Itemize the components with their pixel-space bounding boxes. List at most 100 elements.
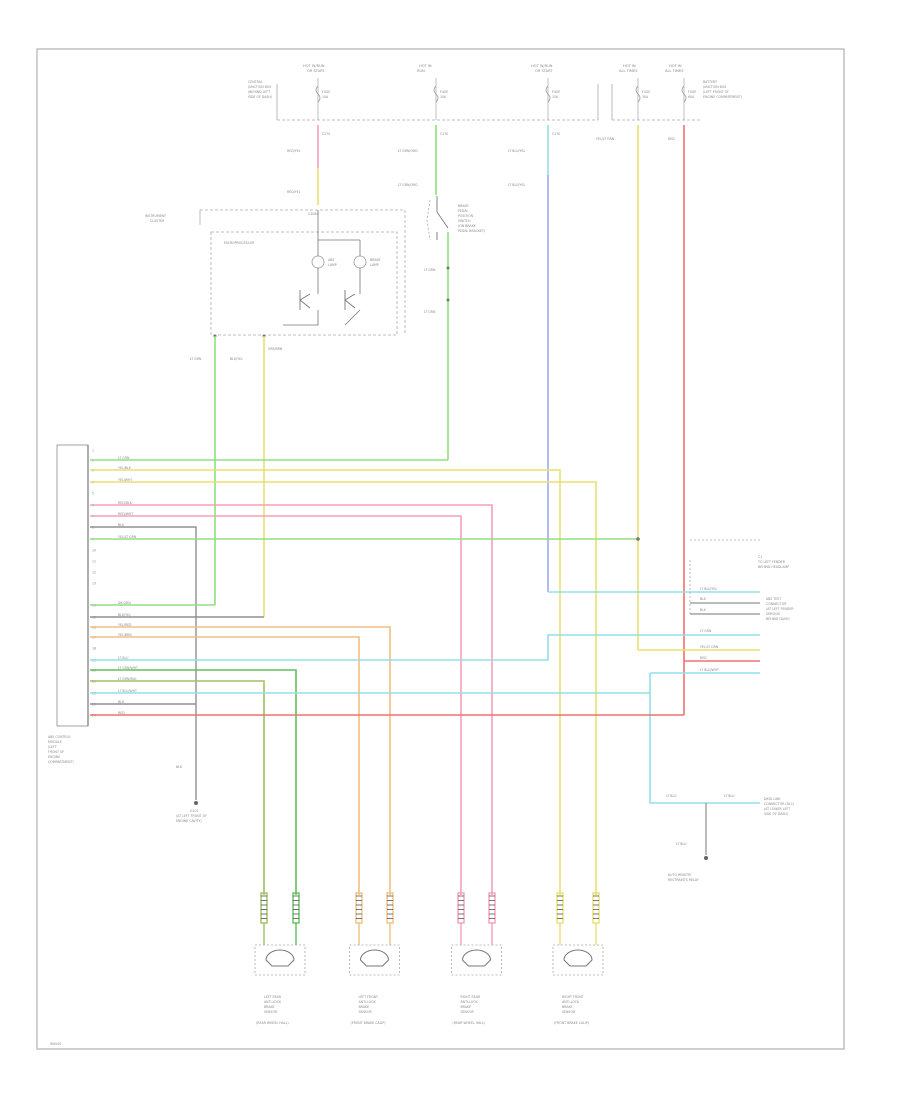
svg-text:LT BLU: LT BLU (666, 794, 677, 798)
speed-sensor-icon (461, 949, 492, 967)
sensor-label: SENSOR (562, 1010, 576, 1014)
svg-text:15A: 15A (552, 95, 559, 99)
sensor-body (552, 944, 604, 976)
svg-text:LT BLU/YEL: LT BLU/YEL (508, 183, 525, 187)
module-pin-wire-label: RED (118, 711, 125, 715)
diagram-border (36, 48, 845, 1050)
fuse-panel-label: CENTRAL (248, 80, 263, 84)
svg-text:G101: G101 (190, 809, 199, 813)
sensor-location: (REAR WHEEL HALL) (256, 1021, 289, 1025)
connector-label: C270 (440, 132, 448, 136)
svg-text:(AT LOWER LEFT: (AT LOWER LEFT (764, 807, 790, 811)
svg-text:RED/YEL: RED/YEL (287, 190, 301, 194)
svg-text:SWITCH: SWITCH (458, 219, 471, 223)
svg-text:BEHIND DASH): BEHIND DASH) (766, 617, 790, 621)
connector-label: C270 (322, 132, 330, 136)
svg-text:LT GRN: LT GRN (424, 310, 436, 314)
svg-text:RED/YEL: RED/YEL (287, 149, 301, 153)
svg-text:SHROUD: SHROUD (766, 612, 780, 616)
svg-text:FUSE: FUSE (440, 90, 448, 94)
module-wires (90, 459, 760, 895)
module-pin-wire-label: YEL/BRN (118, 633, 132, 637)
module-pin-number: 18 (92, 647, 96, 651)
svg-text:PEDAL BRACKET): PEDAL BRACKET) (458, 229, 485, 233)
svg-text:BEHIND HEADLAMP: BEHIND HEADLAMP (758, 565, 789, 569)
svg-text:SIDE OF DASH): SIDE OF DASH) (764, 812, 788, 816)
sensor-label: BRAKE (461, 1005, 472, 1009)
sensor-label: ANTI-LOCK (359, 1000, 377, 1004)
power-label: OR START (307, 69, 325, 73)
sensor-label: ANTI-LOCK (562, 1000, 580, 1004)
sensor-label: ANTI-LOCK (264, 1000, 282, 1004)
svg-text:TO LEFT FENDER: TO LEFT FENDER (757, 560, 786, 564)
module-pin-number: 12 (92, 571, 96, 575)
svg-text:LT BLU: LT BLU (724, 794, 735, 798)
power-label: ALL TIMES (619, 69, 638, 73)
module-pin-number: 10 (92, 549, 96, 553)
sensor-body (451, 944, 502, 976)
fuse-area: HOT W/RUN OR START HOT IN RUN HOT W/RUN … (247, 64, 742, 136)
svg-text:AUTO REMOTE: AUTO REMOTE (668, 873, 691, 877)
svg-text:LT BLU/WHT: LT BLU/WHT (700, 668, 719, 672)
svg-text:LT BLU/YEL: LT BLU/YEL (508, 149, 525, 153)
sensor-body (254, 944, 306, 976)
svg-text:(AT LEFT FENDER: (AT LEFT FENDER (766, 607, 794, 611)
module-pin-wire-label: YEL/BLK (118, 466, 132, 470)
sensor-label: ANTI-LOCK (461, 1000, 479, 1004)
cluster-title: INSTRUMENT (145, 214, 166, 218)
module-pin-wire-label: LT GRN/BLK (118, 677, 137, 681)
fuse-panel-label: BATTERY (703, 80, 717, 84)
svg-text:30A: 30A (642, 95, 649, 99)
svg-text:BLK: BLK (176, 765, 183, 769)
data-link-connector: DATA LINK CONNECTOR (DLC) (AT LOWER LEFT… (666, 794, 794, 882)
top-wires: RED/YEL RED/YEL LT GRN/ORG LT GRN/ORG LT… (190, 125, 685, 715)
abs-lamp-label: ABS (328, 258, 334, 262)
svg-text:DATA LINK: DATA LINK (764, 797, 781, 801)
module-pin-number: 5 (92, 492, 94, 496)
fuse-panel-label: (LEFT FRONT OF (703, 90, 729, 94)
fuse-panel-label: JUNCTION BOX (702, 85, 727, 89)
svg-text:LT BLU: LT BLU (676, 842, 687, 846)
abs-lamp-label: LAMP (328, 263, 337, 267)
module-pin-wire-label: YEL/RED (118, 623, 132, 627)
ground-icon (704, 856, 708, 860)
brake-lamp-icon (353, 255, 367, 269)
transistor-icon (299, 290, 311, 310)
sensor-label: BRAKE (264, 1005, 275, 1009)
svg-text:YEL/LT GRN: YEL/LT GRN (700, 645, 719, 649)
power-label: HOT W/RUN (531, 64, 553, 68)
sensor-label: SENSOR (264, 1010, 278, 1014)
svg-text:ABS CONTROL: ABS CONTROL (48, 735, 71, 739)
fuse-panel-label: JUNCTION BOX (247, 85, 272, 89)
svg-text:LT GRN: LT GRN (700, 629, 712, 633)
power-label: ALL TIMES (665, 69, 684, 73)
svg-text:RED: RED (700, 656, 707, 660)
module-pin-wire-label: LT GRN/WHT (118, 666, 138, 670)
brake-pedal-switch: BRAKE PEDAL POSITION SWITCH (ON BRAKE PE… (426, 196, 485, 241)
module-pin-number: 13 (92, 582, 96, 586)
svg-text:ENGINE CAVITY): ENGINE CAVITY) (176, 819, 202, 823)
module-pin-wire-label: LT GRN (118, 456, 130, 460)
speed-sensor-icon (563, 949, 593, 967)
module-pin-wire-label: BLK/YEL (118, 613, 131, 617)
svg-text:CONNECTOR (DLC): CONNECTOR (DLC) (764, 802, 794, 806)
module-pin-wire-label: YEL/WHT (118, 478, 132, 482)
ground-g101: BLK G101 (AT LEFT FRONT OF ENGINE CAVITY… (176, 765, 207, 823)
power-label: HOT IN (669, 64, 682, 68)
svg-text:60A: 60A (688, 95, 695, 99)
module-pin-wire-label: RED/BLK (118, 501, 133, 505)
svg-text:BLK: BLK (700, 608, 707, 612)
svg-text:FUSE: FUSE (642, 90, 650, 94)
sensor-label: SENSOR (359, 1010, 373, 1014)
module-pin-wire-label: DK GRN (118, 601, 131, 605)
sensor-label: RIGHT FRONT (562, 995, 584, 999)
fuse-panel-label: ENGINE COMPARTMENT) (703, 95, 742, 99)
fuse-panel-label: SIDE OF DASH) (248, 95, 272, 99)
svg-text:FUSE: FUSE (552, 90, 560, 94)
module-pin-wire-label: BLK (118, 523, 125, 527)
